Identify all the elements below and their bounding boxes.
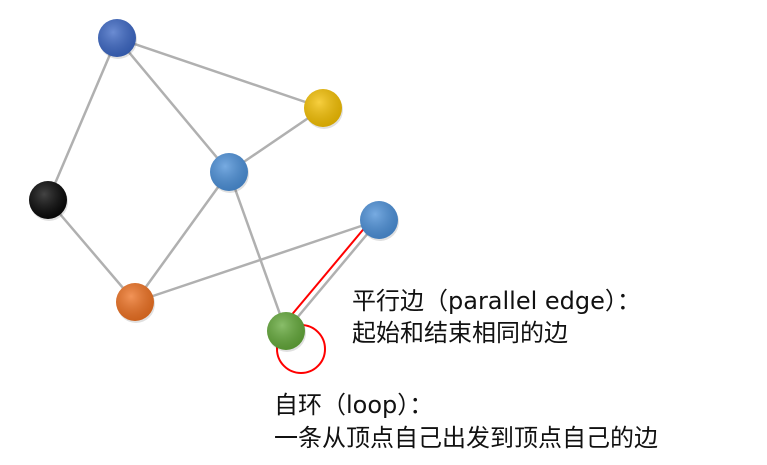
edge-n4-n6 <box>47 199 136 303</box>
edge-n1-n2 <box>116 36 324 110</box>
edge-n6-n5 <box>134 218 380 304</box>
parallel-edge <box>280 215 376 328</box>
loop-description: 一条从顶点自己出发到顶点自己的边 <box>274 424 658 452</box>
loop-title: 自环（loop）： <box>274 391 434 419</box>
edge-n6-n3 <box>133 171 231 303</box>
edge-n3-n7 <box>227 171 288 332</box>
edge-n7-n5 <box>285 219 380 332</box>
parallel-edge-title: 平行边（parallel edge）： <box>352 287 641 315</box>
edge-n1-n4 <box>46 37 119 201</box>
edge-n1-n3 <box>116 37 230 173</box>
parallel-edge-description: 起始和结束相同的边 <box>352 319 568 347</box>
